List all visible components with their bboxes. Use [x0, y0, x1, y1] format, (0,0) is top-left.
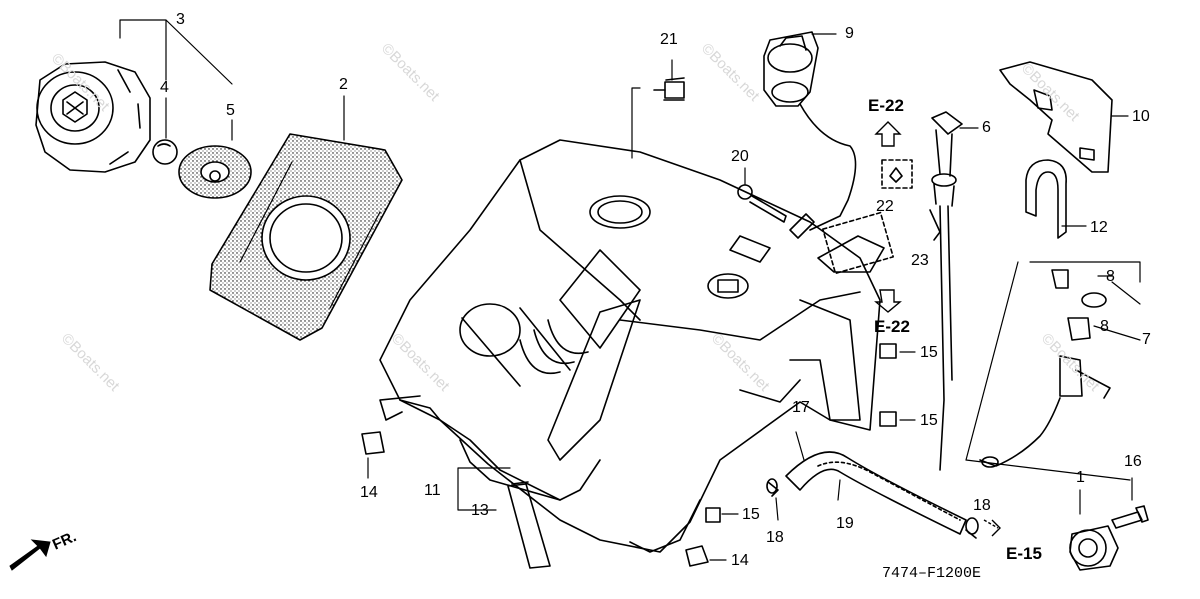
hose-clamp: [1025, 159, 1087, 239]
fuel-cap: [35, 61, 151, 173]
callout-7: 7: [1142, 331, 1151, 348]
fuel-hose: [785, 431, 967, 535]
callout-15b: 15: [920, 412, 938, 429]
hose-clip-18b: [965, 517, 979, 539]
front-arrow: [9, 539, 51, 571]
foam-strip: [507, 481, 551, 569]
callout-18b: 18: [973, 497, 991, 514]
cap-seal: [178, 145, 252, 199]
callout-21: 21: [660, 31, 678, 48]
callout-18a: 18: [766, 529, 784, 546]
callout-2: 2: [339, 76, 348, 93]
callout-8a: 8: [1106, 268, 1115, 285]
screw-16: [1111, 477, 1149, 529]
tank-protector: [209, 95, 403, 341]
callout-20: 20: [731, 148, 749, 165]
grommet-15b: [879, 411, 897, 427]
callout-14b: 14: [731, 552, 749, 569]
grommet-14a: [361, 431, 385, 479]
bolt-21: [653, 59, 685, 101]
callout-23: 23: [911, 252, 929, 269]
callout-15a: 15: [920, 344, 938, 361]
callout-16: 16: [1124, 453, 1142, 470]
callout-11: 11: [424, 482, 441, 499]
callout-9: 9: [845, 25, 854, 42]
callout-19: 19: [836, 515, 854, 532]
ref-e22-bottom[interactable]: E-22: [874, 317, 910, 336]
fuel-cock: [763, 31, 857, 239]
cap-ball: [152, 139, 178, 165]
callout-13: 13: [471, 502, 489, 519]
fuel-sender-group: [965, 261, 1141, 481]
gauge-bracket: [729, 159, 913, 275]
grommet-15a: [879, 343, 897, 359]
callout-10: 10: [1132, 108, 1150, 125]
callout-6: 6: [982, 119, 991, 136]
callout-4: 4: [160, 79, 169, 96]
fuel-tank: [379, 139, 881, 553]
ref-e22-top[interactable]: E-22: [868, 96, 904, 115]
callout-3: 3: [176, 11, 185, 28]
callout-8b: 8: [1100, 318, 1109, 335]
callout-22: 22: [876, 198, 894, 215]
callout-12: 12: [1090, 219, 1108, 236]
callout-15c: 15: [742, 506, 760, 523]
grommet-14b: [685, 545, 727, 567]
callout-14a: 14: [360, 484, 378, 501]
ref-arrows: [874, 121, 1001, 537]
ref-e15[interactable]: E-15: [1006, 544, 1042, 563]
side-cover: [999, 61, 1129, 173]
grommet-15c: [705, 507, 721, 523]
hose-clip-18a: [766, 478, 779, 521]
callout-17: 17: [792, 399, 810, 416]
callout-1: 1: [1076, 469, 1085, 486]
callout-5: 5: [226, 102, 235, 119]
diagram-code: 7474–F1200E: [882, 565, 982, 582]
knob-1: [1069, 489, 1119, 571]
dipstick: [929, 111, 979, 471]
bolt-20: [737, 167, 787, 223]
